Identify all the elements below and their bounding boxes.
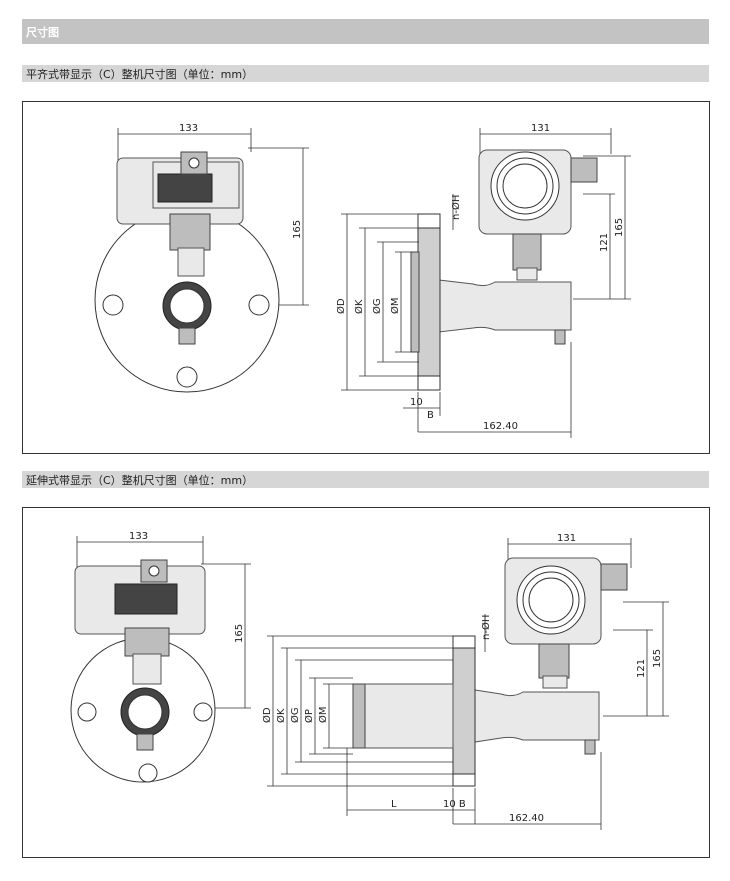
- b-label: B: [427, 410, 434, 421]
- side-gland-2: [600, 563, 628, 591]
- g-label: ØG: [371, 298, 383, 314]
- side-flange: [417, 213, 441, 391]
- side-flange-2: [452, 635, 476, 787]
- length-label-2: 162.40: [509, 813, 544, 824]
- extended-front-view: 133 165: [70, 531, 251, 783]
- length-label: 162.40: [483, 421, 518, 432]
- p-label-2: ØP: [303, 709, 315, 723]
- display-window: [157, 173, 213, 203]
- section1-title: 平齐式带显示（C）整机尺寸图（单位：mm）: [26, 67, 254, 81]
- side-body-2: [474, 689, 600, 743]
- ten-b-label-2: 10 B: [443, 799, 466, 810]
- diaphragm: [410, 251, 420, 353]
- bolt-hole: [102, 294, 124, 316]
- flush-type-svg: 133 165 131 165: [94, 123, 631, 438]
- bolt-hole: [138, 763, 158, 783]
- extended-type-drawing: 133 165 131 165 121: [22, 507, 710, 858]
- m-label: ØM: [389, 298, 401, 315]
- extended-type-svg: 133 165 131 165 121: [70, 531, 669, 830]
- section1-bar: 平齐式带显示（C）整机尺寸图（单位：mm）: [22, 65, 709, 82]
- extension-tube: [352, 683, 454, 749]
- hole-label: n-ØH: [450, 195, 462, 220]
- side-height-label: 165: [614, 218, 625, 237]
- d-label: ØD: [335, 298, 347, 314]
- bolt-hole: [248, 294, 270, 316]
- side-gland: [570, 157, 598, 183]
- side-height2-label-2: 121: [636, 659, 647, 678]
- flush-type-drawing: 133 165 131 165: [22, 101, 710, 454]
- hole-label-2: n-ØH: [480, 615, 492, 640]
- neck: [169, 213, 211, 251]
- bolt-hole: [77, 702, 97, 722]
- k-label-2: ØK: [275, 708, 287, 723]
- flush-side-view: 131 165 121 n-ØH ØD: [335, 123, 631, 438]
- section2-title: 延伸式带显示（C）整机尺寸图（单位：mm）: [26, 473, 254, 487]
- side-width-label-2: 131: [557, 533, 576, 544]
- k-label: ØK: [353, 299, 365, 314]
- side-body: [438, 279, 572, 333]
- section2-bar: 延伸式带显示（C）整机尺寸图（单位：mm）: [22, 471, 709, 488]
- front-width-label-2: 133: [129, 531, 148, 542]
- side-height-label-2: 165: [652, 649, 663, 668]
- d-label-2: ØD: [261, 707, 273, 723]
- display-window-2: [114, 583, 178, 615]
- side-width-label: 131: [531, 123, 550, 134]
- g-label-2: ØG: [289, 707, 301, 723]
- extended-side-view: 131 165 121 n-ØH ØD ØK: [261, 533, 669, 830]
- bolt-hole: [193, 702, 213, 722]
- header-title: 尺寸图: [26, 25, 59, 39]
- m-label-2: ØM: [317, 707, 329, 724]
- front-width-label: 133: [179, 123, 198, 134]
- neck-2: [124, 627, 170, 657]
- side-height2-label: 121: [599, 233, 610, 252]
- bolt-hole: [176, 366, 198, 388]
- ten-label: 10: [410, 397, 423, 408]
- l-label-2: L: [391, 799, 397, 810]
- front-height-label: 165: [292, 220, 303, 239]
- header-bar: 尺寸图: [22, 19, 709, 44]
- flush-front-view: 133 165: [94, 123, 309, 393]
- front-height-label-2: 165: [234, 624, 245, 643]
